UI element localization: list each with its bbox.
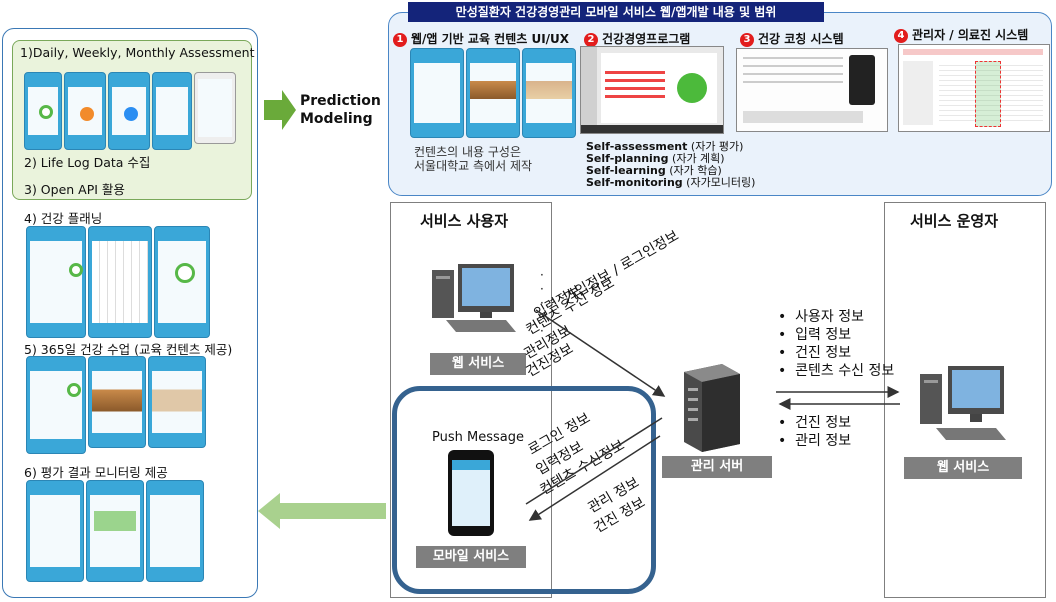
monitoring-screenshot-1 [26, 480, 84, 582]
coaching-system-screenshot [736, 48, 888, 132]
user-app-panel [2, 28, 258, 598]
operator-input-info: 입력 정보 [795, 327, 852, 343]
web-to-server-arrow [535, 309, 666, 397]
mobile-service-frame [392, 386, 656, 594]
section-4-number: 4 [894, 29, 908, 43]
scope-title: 만성질환자 건강경영관리 모바일 서비스 웹/앱개발 내용 및 범위 [408, 2, 824, 22]
server-label: 관리 서버 [662, 456, 772, 478]
monitoring-screenshot-3 [146, 480, 204, 582]
section-1-label: 웹/앱 기반 교육 컨텐츠 UI/UX [411, 32, 570, 46]
web-bullet-dots: ····· [540, 268, 544, 338]
operator-upper-info: • 사용자 정보 • 입력 정보 • 건진 정보 • 콘텐츠 수신 정보 [778, 309, 895, 379]
planning-screenshot-1 [26, 226, 86, 338]
section-4-label: 관리자 / 의료진 시스템 [912, 28, 1029, 42]
mobile-to-server-arrow [525, 417, 663, 505]
section-2-label: 건강경영프로그램 [602, 32, 691, 46]
section-2-number: 2 [584, 33, 598, 47]
section-2-header: 2 건강경영프로그램 [584, 30, 690, 47]
user-computer-icon [432, 264, 516, 332]
class-screenshot-1 [26, 356, 86, 454]
assessment-screenshot-1 [24, 72, 62, 150]
prediction-line2: Modeling [300, 111, 373, 127]
admin-system-screenshot [898, 44, 1050, 132]
content-ui-screenshot-2 [466, 48, 520, 138]
program-item-monitoring: Self-monitoring (자가모니터링) [586, 176, 756, 189]
smartphone-icon [448, 450, 494, 536]
class-screenshot-2 [88, 356, 146, 448]
program-item-planning: Self-planning (자가 계획) [586, 152, 725, 165]
operator-lower-checkup: 건진 정보 [795, 415, 852, 431]
life-log-label: 2) Life Log Data 수집 [24, 155, 151, 170]
content-note-line2: 서울대학교 측에서 제작 [414, 159, 533, 173]
section-1-number: 1 [393, 33, 407, 47]
content-note-line1: 컨텐츠의 내용 구성은 [414, 145, 521, 159]
service-operator-title: 서비스 운영자 [910, 212, 999, 230]
assessment-screenshot-5 [194, 72, 236, 144]
assessment-screenshot-3 [108, 72, 150, 150]
health-planning-label: 4) 건강 플래닝 [24, 211, 103, 226]
section-3-header: 3 건강 코칭 시스템 [740, 30, 844, 47]
operator-lower-management: 관리 정보 [795, 433, 852, 449]
operator-web-service-label: 웹 서비스 [904, 457, 1022, 479]
flow-arrows [525, 309, 666, 521]
program-item-learning: Self-learning (자가 학습) [586, 164, 722, 177]
operator-computer-icon [920, 366, 1006, 440]
operator-checkup-info: 건진 정보 [795, 345, 852, 361]
assessment-title: 1)Daily, Weekly, Monthly Assessment [20, 45, 255, 60]
section-3-number: 3 [740, 33, 754, 47]
operator-user-info: 사용자 정보 [795, 309, 865, 325]
operator-lower-info: • 건진 정보 • 관리 정보 [778, 415, 852, 449]
server-operator-arrows [776, 386, 900, 410]
operator-content-info: 콘텐츠 수신 정보 [795, 363, 895, 379]
section-1-header: 1 웹/앱 기반 교육 컨텐츠 UI/UX [393, 30, 569, 47]
user-web-service-label: 웹 서비스 [430, 353, 526, 375]
open-api-label: 3) Open API 활용 [24, 182, 125, 197]
section-4-header: 4 관리자 / 의료진 시스템 [894, 26, 1028, 43]
section-3-label: 건강 코칭 시스템 [758, 32, 844, 46]
prediction-line1: Prediction [300, 93, 381, 109]
assessment-screenshot-4 [152, 72, 192, 150]
class-screenshot-3 [148, 356, 206, 448]
push-message-label: Push Message [432, 430, 524, 445]
planning-screenshot-3 [154, 226, 210, 338]
planning-screenshot-2 [88, 226, 152, 338]
service-user-title: 서비스 사용자 [420, 212, 509, 230]
health-program-screenshot [580, 46, 724, 134]
program-item-assessment: Self-assessment (자가 평가) [586, 140, 744, 153]
user-mobile-service-label: 모바일 서비스 [416, 546, 526, 568]
assessment-screenshot-2 [64, 72, 106, 150]
monitoring-screenshot-2 [86, 480, 144, 582]
feedback-arrow-icon [258, 493, 386, 529]
program-list: Self-assessment (자가 평가) Self-planning (자… [586, 141, 755, 189]
health-class-label: 5) 365일 건강 수업 (교육 컨텐츠 제공) [24, 342, 233, 357]
content-ui-screenshot-1 [410, 48, 464, 138]
content-ui-screenshot-3 [522, 48, 576, 138]
server-to-mobile-arrow [528, 435, 661, 521]
prediction-arrow-icon [264, 90, 296, 130]
server-icon [684, 364, 740, 452]
monitoring-label: 6) 평가 결과 모니터링 제공 [24, 465, 168, 480]
